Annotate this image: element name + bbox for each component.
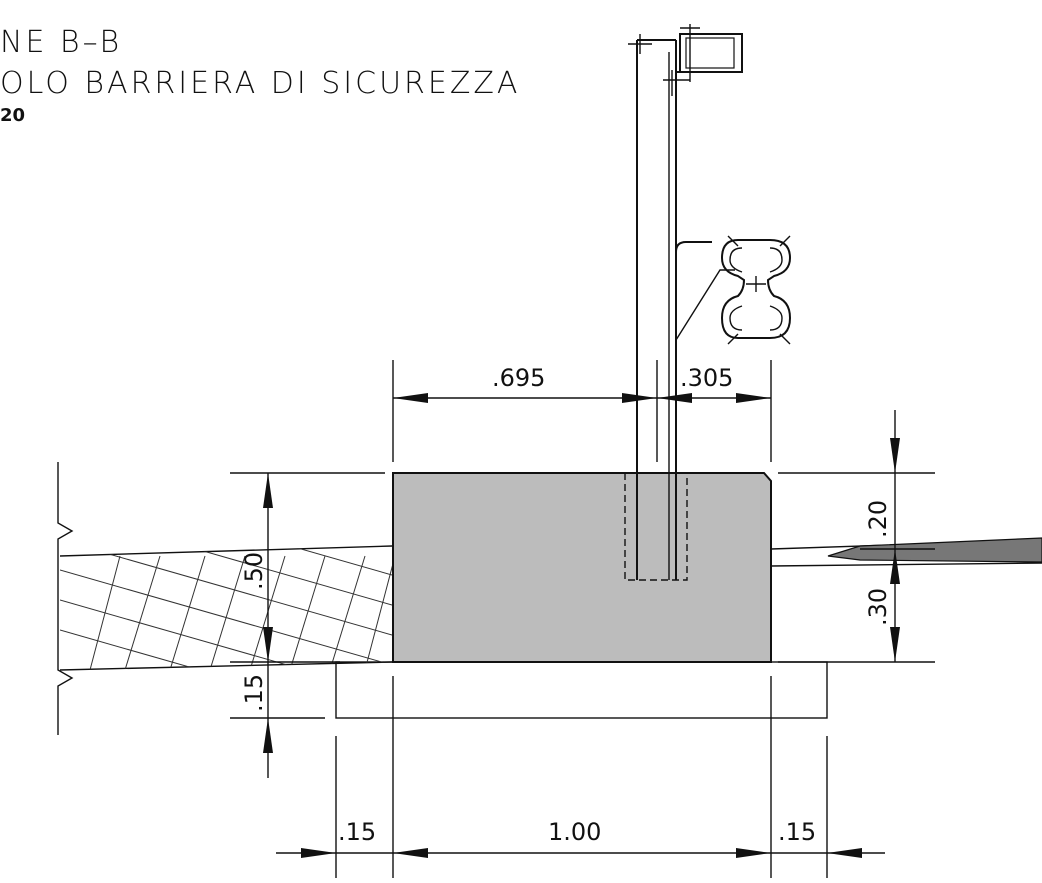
w-beam-guardrail [675,235,792,345]
dim-label-100: 1.00 [548,818,601,846]
dim-label-20: .20 [864,500,892,538]
dimension-left [230,472,385,778]
dimension-right [778,410,935,663]
road-pavement [770,537,1042,567]
dim-label-15-bottom-left: .15 [338,818,376,846]
dimension-top [392,360,772,462]
post-socket [624,473,688,581]
dim-label-50: .50 [240,552,268,590]
dim-label-30: .30 [864,588,892,626]
dimension-bottom [276,676,885,878]
barrier-post [636,39,677,580]
handrail [628,24,743,96]
scale-label: 20 [0,105,25,126]
foundation-slab [335,661,828,719]
dim-label-15-bottom-right: .15 [778,818,816,846]
soil-fill [57,462,393,735]
dim-label-695: .695 [492,364,545,392]
concrete-curb [392,472,772,663]
dim-label-305: .305 [680,364,733,392]
title-line-2: OLO BARRIERA DI SICUREZZA [0,66,520,101]
dim-label-15-left: .15 [240,674,268,712]
title-line-1: NE B–B [0,25,122,60]
